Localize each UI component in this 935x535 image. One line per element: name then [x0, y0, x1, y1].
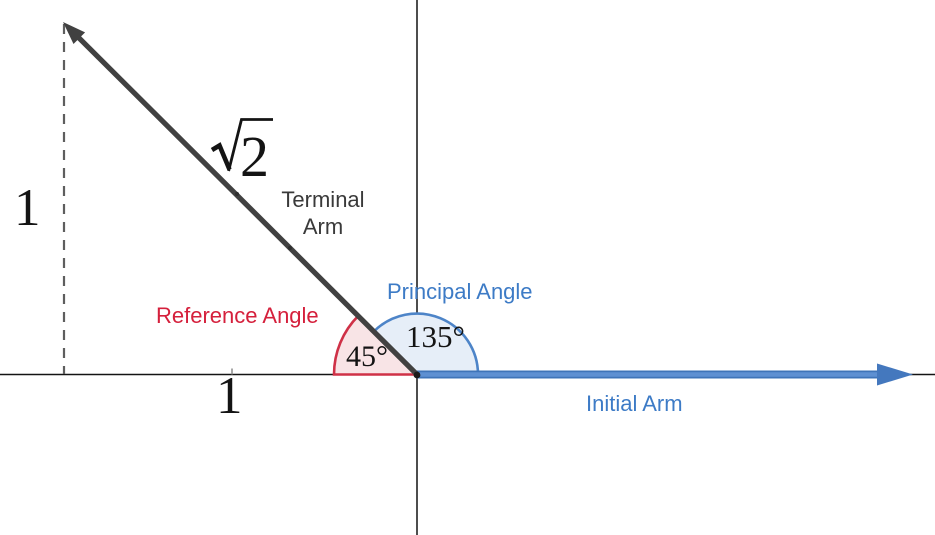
reference-angle-label: Reference Angle [156, 303, 319, 328]
initial-arm-arrowhead [877, 363, 913, 386]
horizontal-leg-label: 1 [216, 367, 243, 425]
reference-angle-value: 45° [346, 340, 388, 373]
principal-angle-value: 135° [406, 319, 465, 354]
point-on-terminal-arm-upper [234, 191, 240, 197]
principal-angle-sector [373, 313, 478, 375]
hypotenuse-radicand-label: 2 [240, 124, 269, 189]
initial-arm-label: Initial Arm [586, 391, 683, 416]
principal-angle-label: Principal Angle [387, 279, 533, 304]
terminal-arm-line [68, 27, 419, 377]
vertical-leg-label: 1 [14, 179, 41, 237]
principal-angle-arc [372, 312, 480, 375]
point-on-terminal-arm-lower [287, 245, 293, 251]
radical-downstroke [210, 142, 232, 171]
terminal-arm-arrowhead [63, 22, 86, 44]
terminal-arm-label-line2: Arm [302, 214, 344, 239]
origin-point [413, 371, 421, 379]
radical-vinculum [227, 118, 273, 172]
terminal-arm-label-line1: Terminal [281, 187, 365, 212]
radical-sign [210, 118, 273, 172]
reference-angle-sector [334, 315, 417, 375]
terminal-arm-label: Terminal Arm [257, 186, 389, 240]
reference-angle-arc [332, 314, 417, 376]
